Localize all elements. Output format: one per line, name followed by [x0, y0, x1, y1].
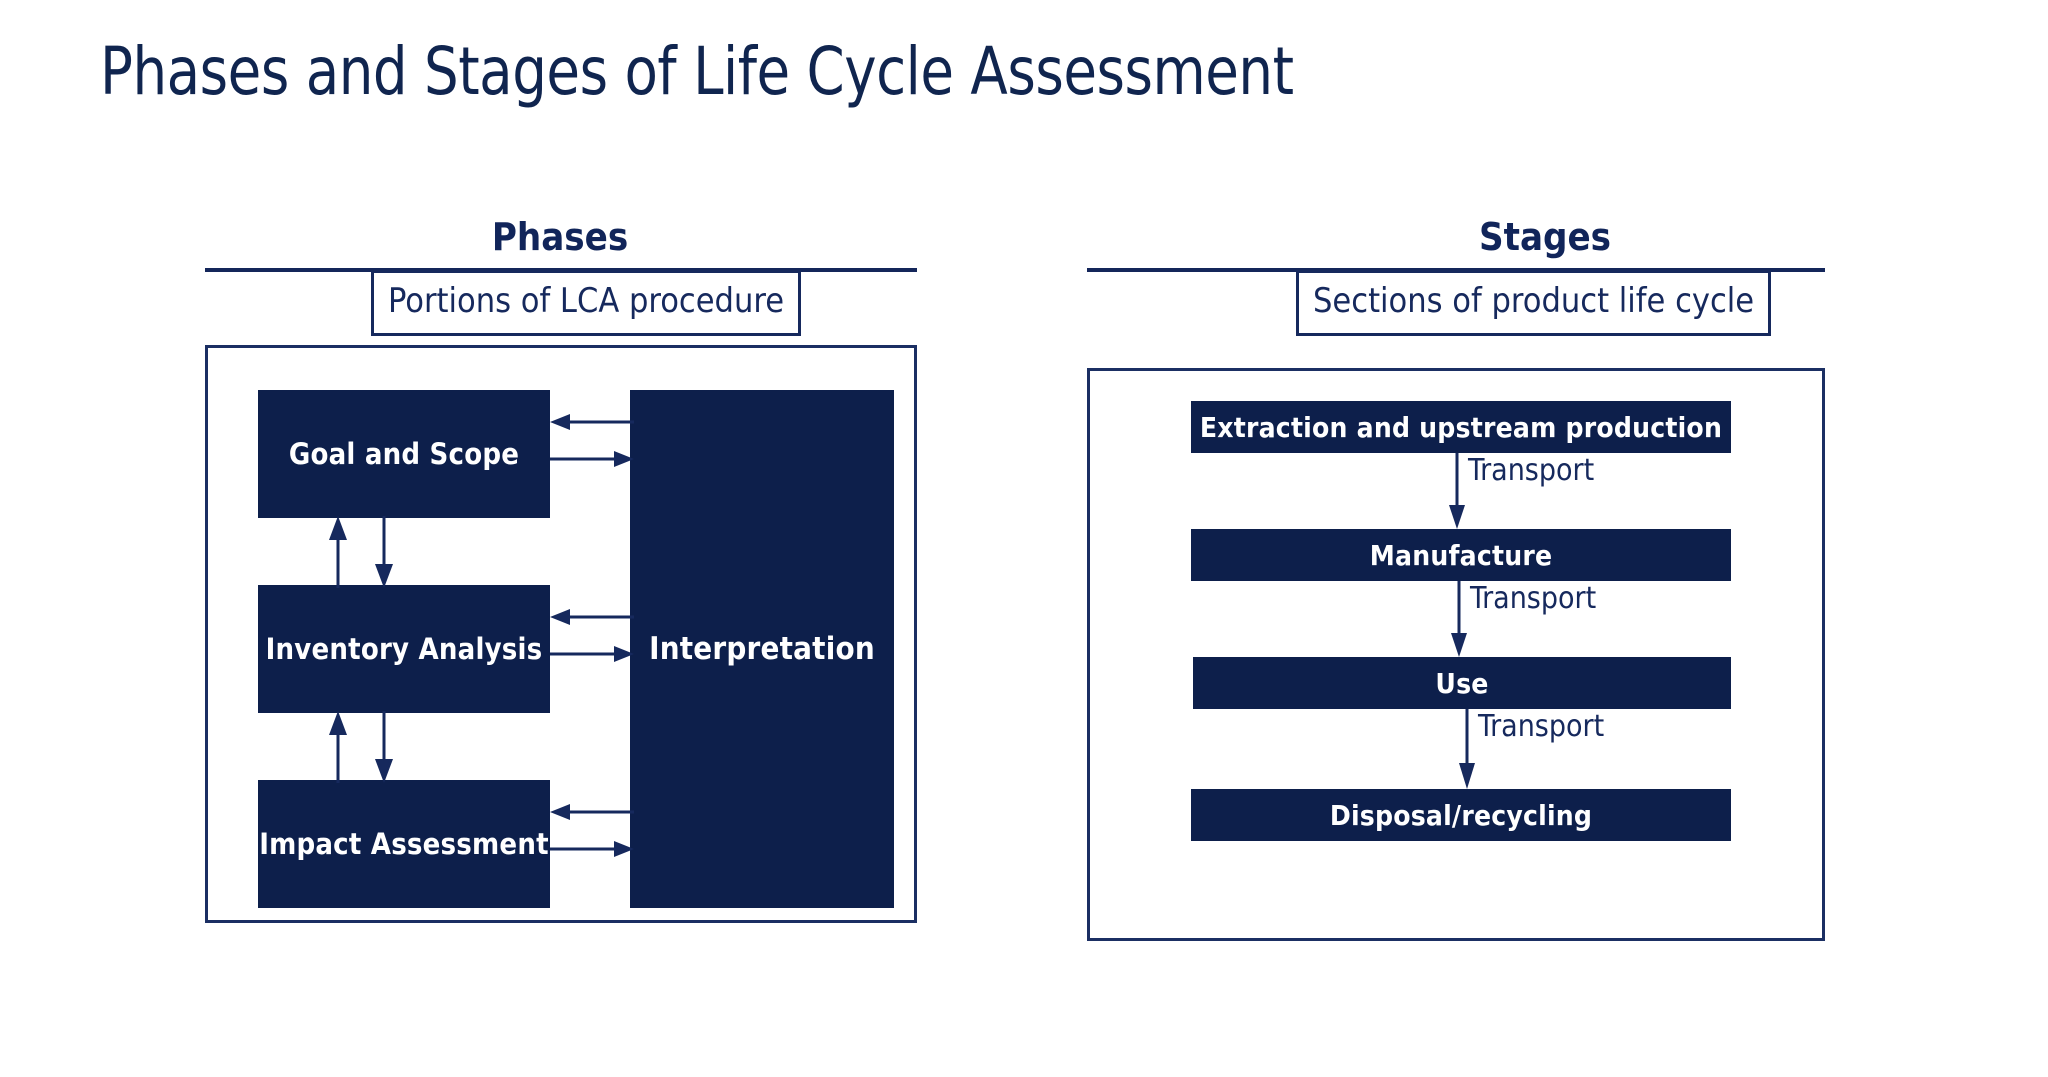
transport-label-use-disposal: Transport	[1478, 709, 1605, 744]
stages-panel: Extraction and upstream production Manuf…	[1087, 368, 1825, 941]
stage-node-use[interactable]: Use	[1193, 657, 1731, 709]
arrow-interpretation-to-impact	[550, 804, 634, 820]
stage-node-disposal-recycling[interactable]: Disposal/recycling	[1191, 789, 1731, 841]
transport-label-manufacture-use: Transport	[1470, 581, 1597, 616]
arrow-interpretation-to-inventory	[550, 609, 634, 625]
phases-horizontal-arrows	[550, 414, 634, 857]
phase-node-goal-and-scope[interactable]: Goal and Scope	[258, 390, 550, 518]
stage-node-manufacture[interactable]: Manufacture	[1191, 529, 1731, 581]
stage-node-extraction[interactable]: Extraction and upstream production	[1191, 401, 1731, 453]
phases-heading: Phases	[491, 215, 629, 259]
arrow-interpretation-to-goal	[550, 414, 634, 430]
arrow-impact-to-interpretation	[550, 841, 634, 857]
phase-node-interpretation[interactable]: Interpretation	[630, 390, 894, 908]
arrows-inventory-impact	[329, 711, 393, 783]
arrow-inventory-to-interpretation	[550, 646, 634, 662]
phases-caption-box: Portions of LCA procedure	[371, 270, 802, 336]
arrow-inventory-to-impact-down	[375, 711, 393, 783]
arrow-goal-to-interpretation	[550, 451, 634, 467]
arrow-impact-to-inventory-up	[329, 711, 347, 783]
stages-caption-box: Sections of product life cycle	[1296, 270, 1772, 336]
phase-node-impact-assessment[interactable]: Impact Assessment	[258, 780, 550, 908]
phase-node-inventory-analysis[interactable]: Inventory Analysis	[258, 585, 550, 713]
stages-heading: Stages	[1478, 215, 1612, 259]
transport-label-extraction-manufacture: Transport	[1468, 453, 1595, 488]
arrow-goal-to-inventory-down	[375, 516, 393, 588]
arrows-goal-inventory	[329, 516, 393, 588]
arrow-inventory-to-goal-up	[329, 516, 347, 588]
page-title: Phases and Stages of Life Cycle Assessme…	[100, 33, 1294, 110]
phases-panel: Goal and Scope Inventory Analysis Impact…	[205, 345, 917, 923]
